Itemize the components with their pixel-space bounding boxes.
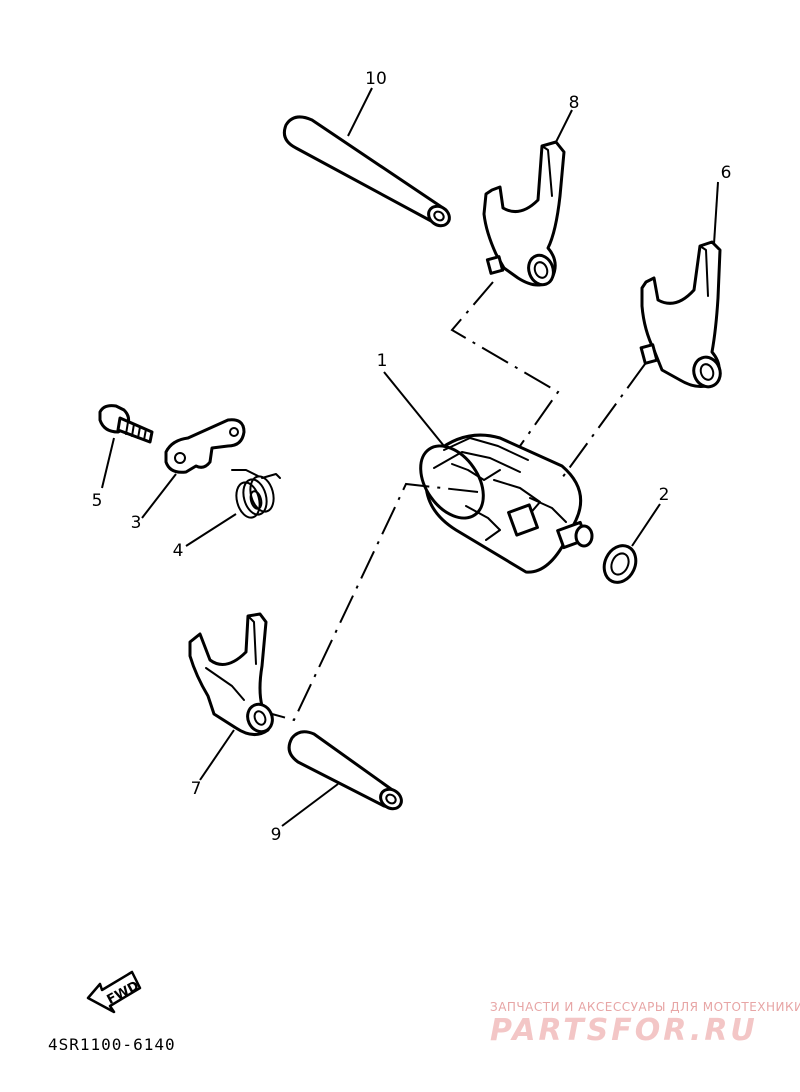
shift-fork-8 [482,140,566,287]
shift-fork-6 [639,240,722,389]
callout-5: 5 [92,491,103,511]
fwd-arrow-icon: FWD [86,970,142,1014]
callout-7: 7 [191,779,202,799]
shift-cam-1 [419,433,594,574]
callout-9: 9 [271,825,282,845]
bolt-5 [98,404,154,444]
watermark-brand: PARTSFOR.RU [490,1013,758,1048]
callout-3: 3 [131,513,142,533]
torsion-spring-4 [231,469,281,519]
diagram-code: 4SR1100-6140 [48,1035,176,1054]
shift-fork-7 [188,612,274,736]
callout-1: 1 [377,351,388,371]
watermark-tagline: ЗАПЧАСТИ И АКСЕССУАРЫ ДЛЯ МОТОТЕХНИКИ [490,1000,800,1014]
stopper-lever-3 [164,418,246,474]
callout-labels: 10 8 6 1 2 5 3 4 7 9 [92,69,732,845]
washer-2 [602,544,638,584]
callout-6: 6 [721,163,732,183]
callout-4: 4 [173,541,184,561]
callout-10: 10 [365,69,387,89]
callout-8: 8 [569,93,580,113]
callout-2: 2 [659,485,670,505]
leader-lines [101,87,719,827]
guide-bar-9 [287,730,403,811]
watermark: ЗАПЧАСТИ И АКСЕССУАРЫ ДЛЯ МОТОТЕХНИКИ PA… [490,1000,800,1048]
guide-bar-10 [282,115,451,228]
assembly-lines [271,281,646,722]
